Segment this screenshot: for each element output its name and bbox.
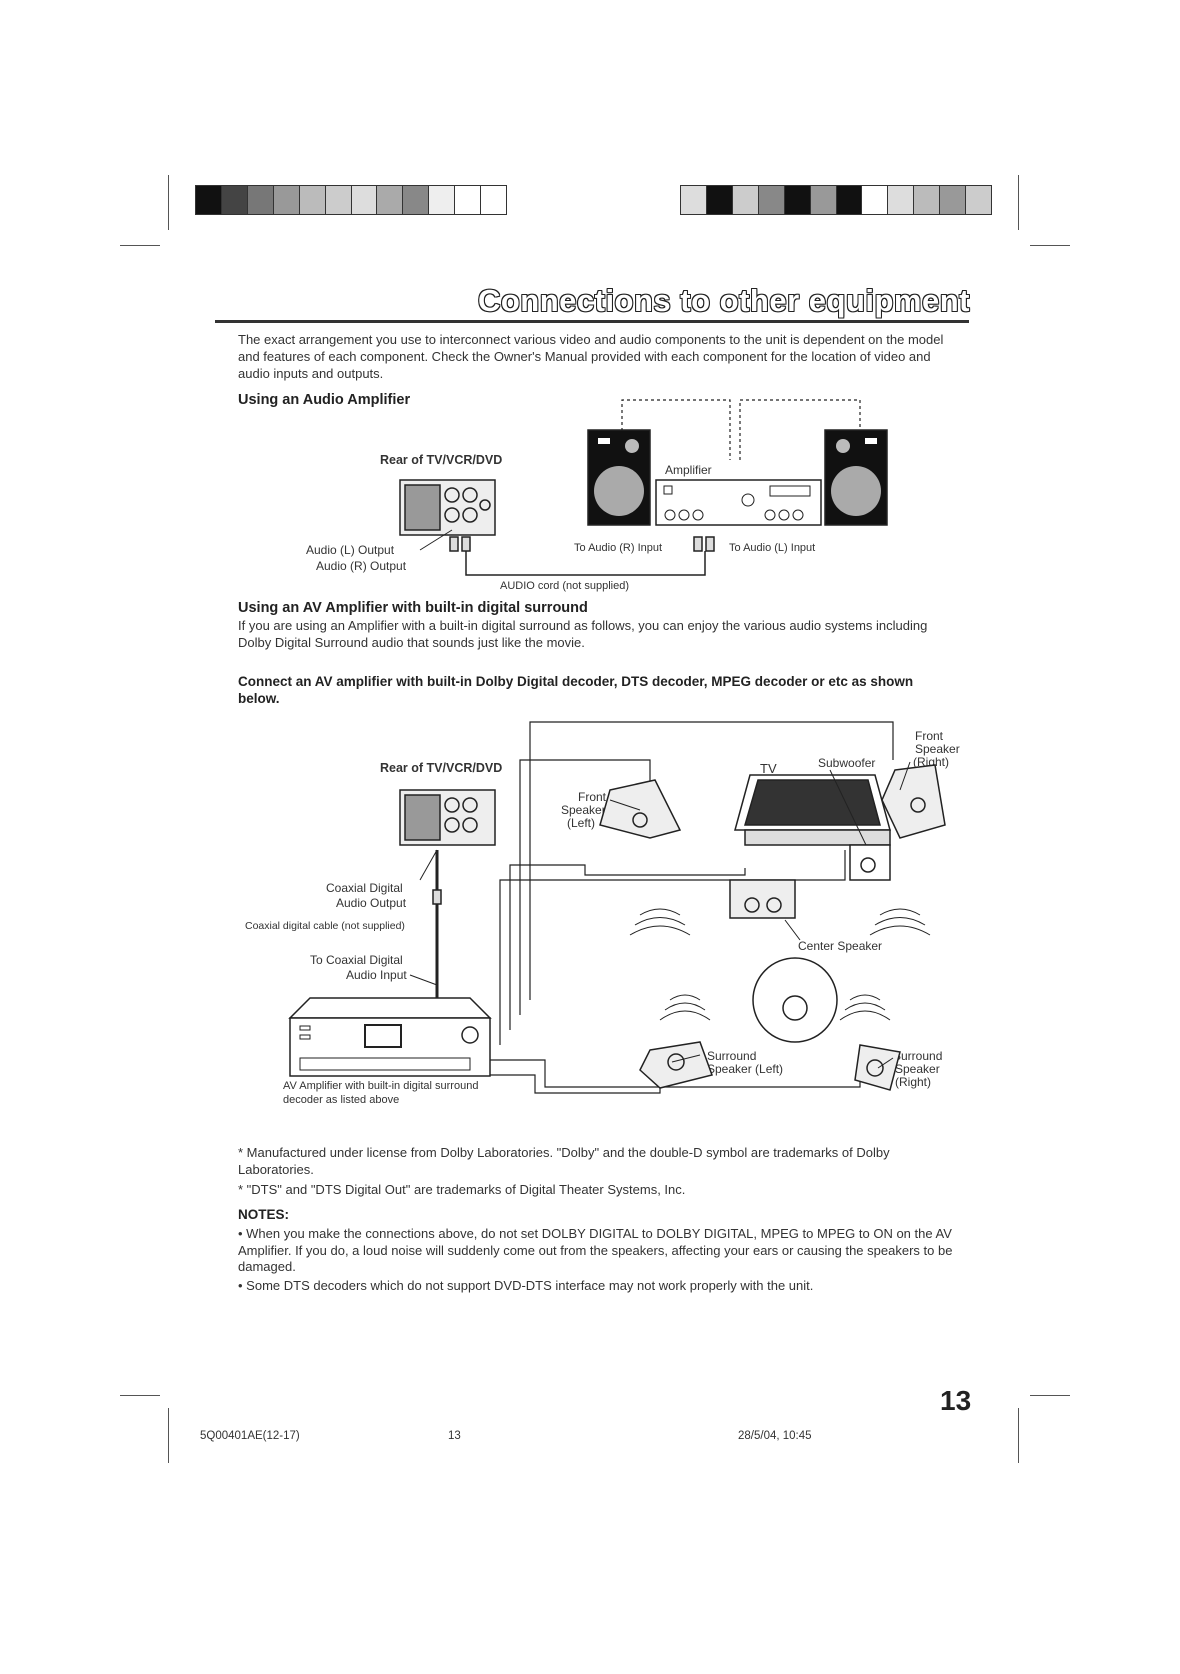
connect-instruction: Connect an AV amplifier with built-in Do… xyxy=(238,674,914,706)
surround-right-speaker xyxy=(854,1044,901,1091)
footer-page: 13 xyxy=(448,1430,461,1442)
amplifier-label: Amplifier xyxy=(665,463,712,477)
coaxial-input-label-2: Audio Input xyxy=(346,968,407,982)
listener xyxy=(752,957,838,1043)
footnote-dts: * "DTS" and "DTS Digital Out" are tradem… xyxy=(238,1182,686,1197)
front-right-speaker xyxy=(881,764,946,839)
rear-label-2: Rear of TV/VCR/DVD xyxy=(380,761,503,775)
footnote-dolby: * Manufactured under license from Dolby … xyxy=(238,1145,890,1177)
surround-left-label-2: Speaker (Left) xyxy=(707,1062,784,1076)
footer-code: 5Q00401AE(12-17) xyxy=(200,1430,300,1442)
front-right-label-2: Speaker xyxy=(915,742,960,756)
front-left-label-2: Speaker xyxy=(561,803,606,817)
subwoofer xyxy=(849,844,891,881)
section-heading-audio-amplifier: Using an Audio Amplifier xyxy=(238,392,411,408)
surround-right-label-3: (Right) xyxy=(895,1075,932,1089)
coaxial-output-label-1: Coaxial Digital xyxy=(326,881,403,895)
center-speaker xyxy=(729,879,796,919)
front-left-label-1: Front xyxy=(578,790,607,804)
tv-label: TV xyxy=(760,761,777,776)
note-1: • When you make the connections above, d… xyxy=(238,1226,953,1274)
av-amp-label-2: decoder as listed above xyxy=(283,1094,400,1106)
coaxial-cable-label: Coaxial digital cable (not supplied) xyxy=(245,920,405,932)
subwoofer-label: Subwoofer xyxy=(818,756,876,770)
front-left-label-3: (Left) xyxy=(567,816,596,830)
front-left-speaker xyxy=(599,779,682,839)
intro-paragraph: The exact arrangement you use to interco… xyxy=(238,332,944,381)
surround-right-label-2: Speaker xyxy=(895,1062,940,1076)
av-amp-label-1: AV Amplifier with built-in digital surro… xyxy=(283,1080,479,1092)
rear-label-1: Rear of TV/VCR/DVD xyxy=(380,453,503,467)
notes-heading: NOTES: xyxy=(238,1207,290,1222)
crop-mark xyxy=(168,175,169,230)
title-rule xyxy=(215,320,969,323)
registration-bar-left xyxy=(195,185,507,215)
front-right-label-1: Front xyxy=(915,729,944,743)
coaxial-output-label-2: Audio Output xyxy=(336,896,407,910)
front-right-label-3: (Right) xyxy=(913,755,950,769)
note-2: • Some DTS decoders which do not support… xyxy=(238,1278,814,1293)
registration-bar-right xyxy=(680,185,992,215)
section2-body: If you are using an Amplifier with a bui… xyxy=(238,618,928,650)
surround-right-label-1: Surround xyxy=(893,1049,943,1063)
crop-mark xyxy=(1018,1408,1019,1463)
to-audio-l-label: To Audio (L) Input xyxy=(729,542,816,554)
surround-left-label-1: Surround xyxy=(707,1049,757,1063)
coaxial-input-label-1: To Coaxial Digital xyxy=(310,953,403,967)
section-heading-av-amplifier: Using an AV Amplifier with built-in digi… xyxy=(238,600,588,616)
audio-l-output-label: Audio (L) Output xyxy=(306,543,395,557)
page-number: 13 xyxy=(940,1385,972,1416)
crop-mark xyxy=(1018,175,1019,230)
to-audio-r-label: To Audio (R) Input xyxy=(574,542,663,554)
center-speaker-label: Center Speaker xyxy=(798,939,883,953)
audio-cord-label: AUDIO cord (not supplied) xyxy=(500,580,629,592)
crop-mark xyxy=(1030,245,1070,246)
page-title: Connections to other equipment xyxy=(477,283,970,318)
crop-mark xyxy=(1030,1395,1070,1396)
crop-mark xyxy=(120,245,160,246)
footer-date: 28/5/04, 10:45 xyxy=(738,1430,812,1442)
audio-r-output-label: Audio (R) Output xyxy=(316,559,407,573)
surround-left-speaker xyxy=(639,1041,713,1089)
crop-mark xyxy=(168,1408,169,1463)
crop-mark xyxy=(120,1395,160,1396)
